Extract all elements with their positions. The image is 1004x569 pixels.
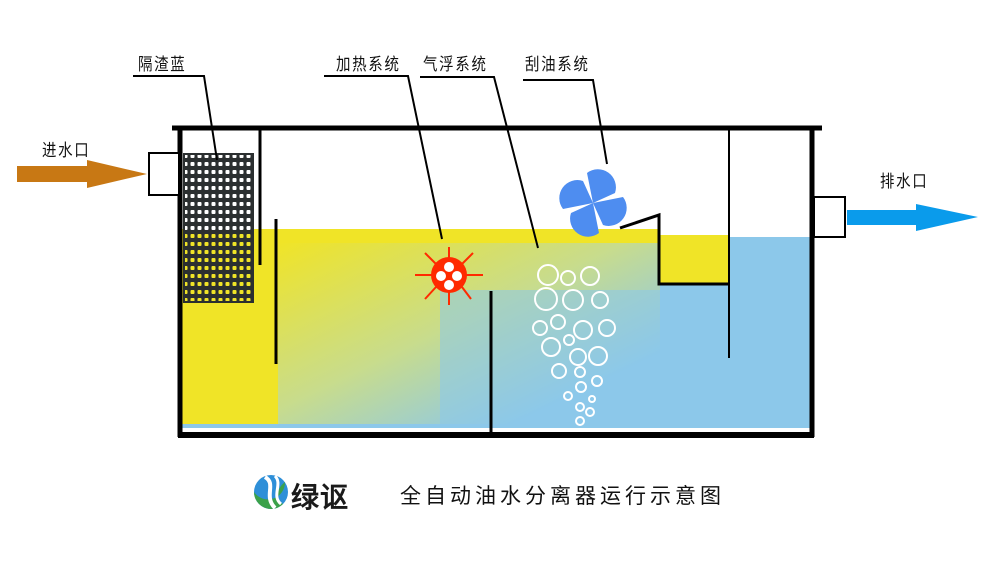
label-oil-skimming-system: 刮油系统: [525, 55, 590, 75]
label-inlet: 进水口: [42, 141, 91, 161]
label-screen-basket: 隔渣蓝: [138, 55, 187, 75]
baffle-plates: [258, 130, 730, 435]
screen-basket: [183, 153, 254, 303]
heater-icon: [415, 247, 483, 305]
inlet-arrow-icon: [17, 160, 147, 188]
air-bubbles-icon: [532, 264, 616, 426]
oil-skimmer-icon: [559, 169, 627, 237]
label-heating-system: 加热系统: [336, 55, 401, 75]
label-outlet: 排水口: [880, 172, 929, 192]
brand-name: 绿讴: [291, 481, 350, 514]
inlet: [17, 152, 180, 196]
outlet-arrow-icon: [847, 204, 978, 231]
outlet: [813, 196, 978, 238]
brand-logo-icon: [254, 474, 288, 510]
oil-collection-weir: [619, 212, 729, 286]
oil-collection-trough: [660, 235, 730, 284]
tank-liquids: [182, 229, 810, 428]
label-air-flotation-system: 气浮系统: [423, 55, 488, 75]
leader-lines: [133, 75, 608, 249]
oil-layer-top: [182, 229, 660, 243]
outlet-pipe: [813, 196, 846, 238]
diagram-title: 全自动油水分离器运行示意图: [400, 484, 725, 508]
inlet-pipe: [148, 152, 180, 196]
